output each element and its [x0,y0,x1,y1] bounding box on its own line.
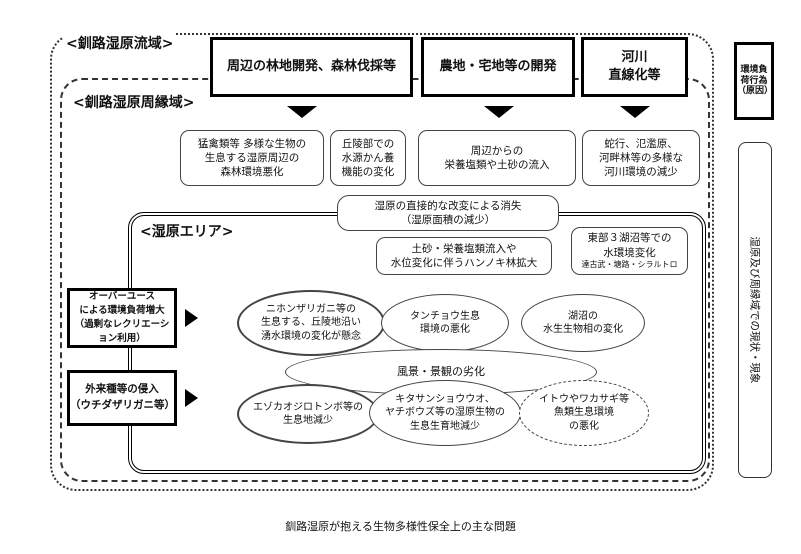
watershed-region-label: <釧路湿原流域> [63,33,177,53]
arrow-down-3 [620,106,650,118]
watershed-region [50,33,714,491]
impact-forest-habitat: 猛禽類等 多様な生物の 生息する湿原周辺の 森林環境悪化 [180,130,324,186]
impact-crane-habitat: タンチョウ生息 環境の悪化 [381,294,509,352]
wetland-area-label: <湿原エリア> [140,224,234,240]
arrow-down-2 [484,106,514,118]
impact-lake-biota: 湖沼の 水生生物相の変化 [521,294,645,352]
legend-phenomena-box: 湿原及び周縁域での現状・現象 [738,142,772,478]
cause-box-river: 河川 直線化等 [581,37,688,97]
cause-box-invasive: 外来種等の侵入 （ウチダザリガニ等） [67,370,177,426]
legend-phenomena-text: 湿原及び周縁域での現状・現象 [748,236,761,384]
cause-box-overuse: オーバーユース による環境負荷増大 （過剰なレクリエーション利用） [67,288,177,348]
impact-river-environment: 蛇行、氾濫原、 河畔林等の多様な 河川環境の減少 [582,130,700,186]
impact-alder-expansion: 土砂・栄養塩類流入や 水位変化に伴うハンノキ林拡大 [376,237,552,275]
impact-wetland-biota: キタサンショウウオ、 ヤチボウズ等の湿原生物の 生息生育地減少 [369,380,521,446]
lake-names: 達古武・塘路・シラルトロ [581,259,678,269]
impact-direct-loss: 湿原の直接的な改変による消失 （湿原面積の減少） [337,195,559,231]
impact-lake-environment: 東部３湖沼等での 水環境変化 達古武・塘路・シラルトロ [571,227,688,275]
impact-fish-habitat: イトウやワカサギ等 魚類生息環境 の悪化 [519,380,649,446]
figure-caption: 釧路湿原が抱える生物多様性保全上の主な問題 [285,520,516,533]
cause-box-forest: 周辺の林地開発、森林伐採等 [210,37,413,97]
impact-water-retention: 丘陵部での 水源かん養 機能の変化 [330,130,406,186]
impact-spring-habitat: ニホンザリガニ等の 生息する、丘陵地沿い 湧水環境の変化が懸念 [237,290,385,356]
cause-box-farmland: 農地・宅地等の開発 [421,37,575,97]
impact-dragonfly-habitat: エゾカオジロトンボ等の 生息地減少 [237,384,379,444]
arrow-right-1 [185,309,198,327]
peripheral-region-label: <釧路湿原周縁域> [70,92,198,112]
impact-nutrient-inflow: 周辺からの 栄養塩類や土砂の流入 [418,130,576,186]
arrow-down-1 [287,106,317,118]
lake-environment-text: 東部３湖沼等での 水環境変化 [587,232,672,259]
arrow-right-2 [185,389,198,407]
legend-cause-box: 環境負荷行為 （原因） [734,42,774,120]
